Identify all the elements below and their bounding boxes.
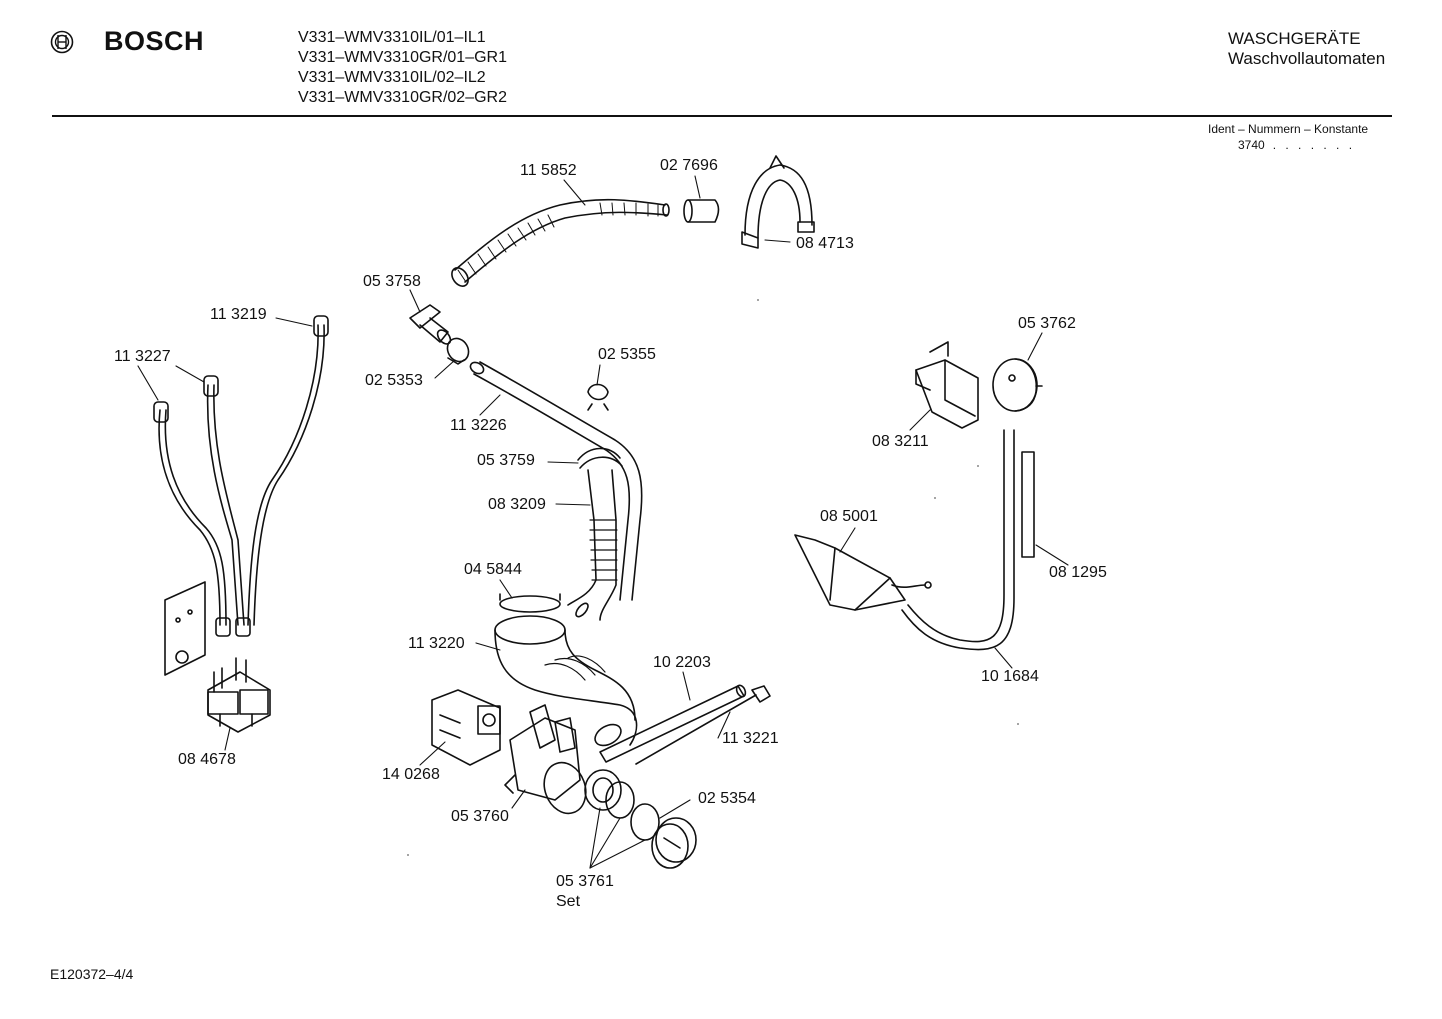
- part-label: 11 3221: [722, 730, 779, 747]
- pump-cap-part: [651, 817, 697, 869]
- ident-value: 3740: [1238, 138, 1265, 152]
- model-line: V331–WMV3310IL/01–IL1: [298, 29, 486, 46]
- hose-clamp-part: [446, 337, 470, 365]
- air-tube-part: [1021, 451, 1035, 558]
- valve-bracket-part: [164, 581, 206, 676]
- subcategory-title: Waschvollautomaten: [1228, 49, 1386, 68]
- part-note: Set: [556, 893, 581, 910]
- part-label: 05 3761: [556, 873, 614, 890]
- category-title: WASCHGERÄTE: [1228, 29, 1361, 48]
- sump-hose-part: [494, 615, 638, 747]
- filter-set-part: [584, 769, 660, 841]
- part-label: 05 3759: [477, 452, 535, 469]
- part-label: 05 3758: [363, 273, 421, 290]
- pin-part: [635, 685, 771, 765]
- part-label: 08 4678: [178, 751, 236, 768]
- spring-clip-part: [587, 383, 609, 411]
- header-divider: [52, 115, 1392, 117]
- leader-lines: [137, 175, 1069, 869]
- model-line: V331–WMV3310IL/02–IL2: [298, 69, 486, 86]
- part-label: 04 5844: [464, 561, 522, 578]
- wire-harness-part: [153, 315, 329, 637]
- part-label: 14 0268: [382, 766, 440, 783]
- pump-housing-part: [504, 704, 587, 815]
- part-label: 10 1684: [981, 668, 1039, 685]
- model-line: V331–WMV3310GR/01–GR1: [298, 49, 507, 66]
- hose-bracket-part: [741, 155, 815, 249]
- model-line: V331–WMV3310GR/02–GR2: [298, 89, 507, 106]
- scan-specks: [407, 299, 1019, 856]
- part-label: 08 1295: [1049, 564, 1107, 581]
- switch-bracket-part: [915, 341, 979, 429]
- pressure-switch-part: [992, 358, 1043, 412]
- part-label: 05 3762: [1018, 315, 1076, 332]
- rod-part: [599, 684, 747, 763]
- water-valve-part: [207, 657, 271, 733]
- part-label: 11 3220: [408, 635, 465, 652]
- model-list: V331–WMV3310IL/01–IL1 V331–WMV3310GR/01–…: [298, 28, 507, 108]
- brand-name: BOSCH: [104, 26, 205, 56]
- bellows-hose-part: [567, 447, 623, 621]
- part-label: 11 3219: [210, 306, 267, 323]
- ident-label: Ident – Nummern – Konstante: [1208, 122, 1369, 136]
- part-label: 11 3227: [114, 348, 171, 365]
- pressure-hose-part: [901, 429, 1015, 651]
- part-label: 11 3226: [450, 417, 507, 434]
- part-label: 08 3211: [872, 433, 929, 450]
- part-label: 08 5001: [820, 508, 878, 525]
- part-label: 05 3760: [451, 808, 509, 825]
- drain-pump-motor-part: [431, 689, 501, 766]
- part-label: 02 5355: [598, 346, 656, 363]
- part-label: 08 4713: [796, 235, 854, 252]
- part-label: 02 5353: [365, 372, 423, 389]
- part-label: 02 7696: [660, 157, 718, 174]
- mounting-bracket-part: [794, 534, 932, 611]
- elbow-connector-part: [409, 304, 452, 345]
- part-label: 10 2203: [653, 654, 711, 671]
- bosch-armature-logo-icon: [50, 30, 74, 54]
- ident-block: Ident – Nummern – Konstante 3740 . . . . …: [1208, 121, 1368, 153]
- ring-clamp-part: [499, 593, 561, 613]
- part-label: 11 5852: [520, 162, 577, 179]
- ident-dots: . . . . . . .: [1272, 138, 1356, 152]
- part-label: 08 3209: [488, 496, 546, 513]
- drain-hose-part: [469, 361, 643, 601]
- hose-coupling-part: [683, 199, 720, 223]
- category-block: WASCHGERÄTE Waschvollautomaten: [1228, 29, 1385, 69]
- drawing-code: E120372–4/4: [50, 966, 134, 982]
- part-label: 02 5354: [698, 790, 756, 807]
- inlet-hose-part: [451, 198, 670, 287]
